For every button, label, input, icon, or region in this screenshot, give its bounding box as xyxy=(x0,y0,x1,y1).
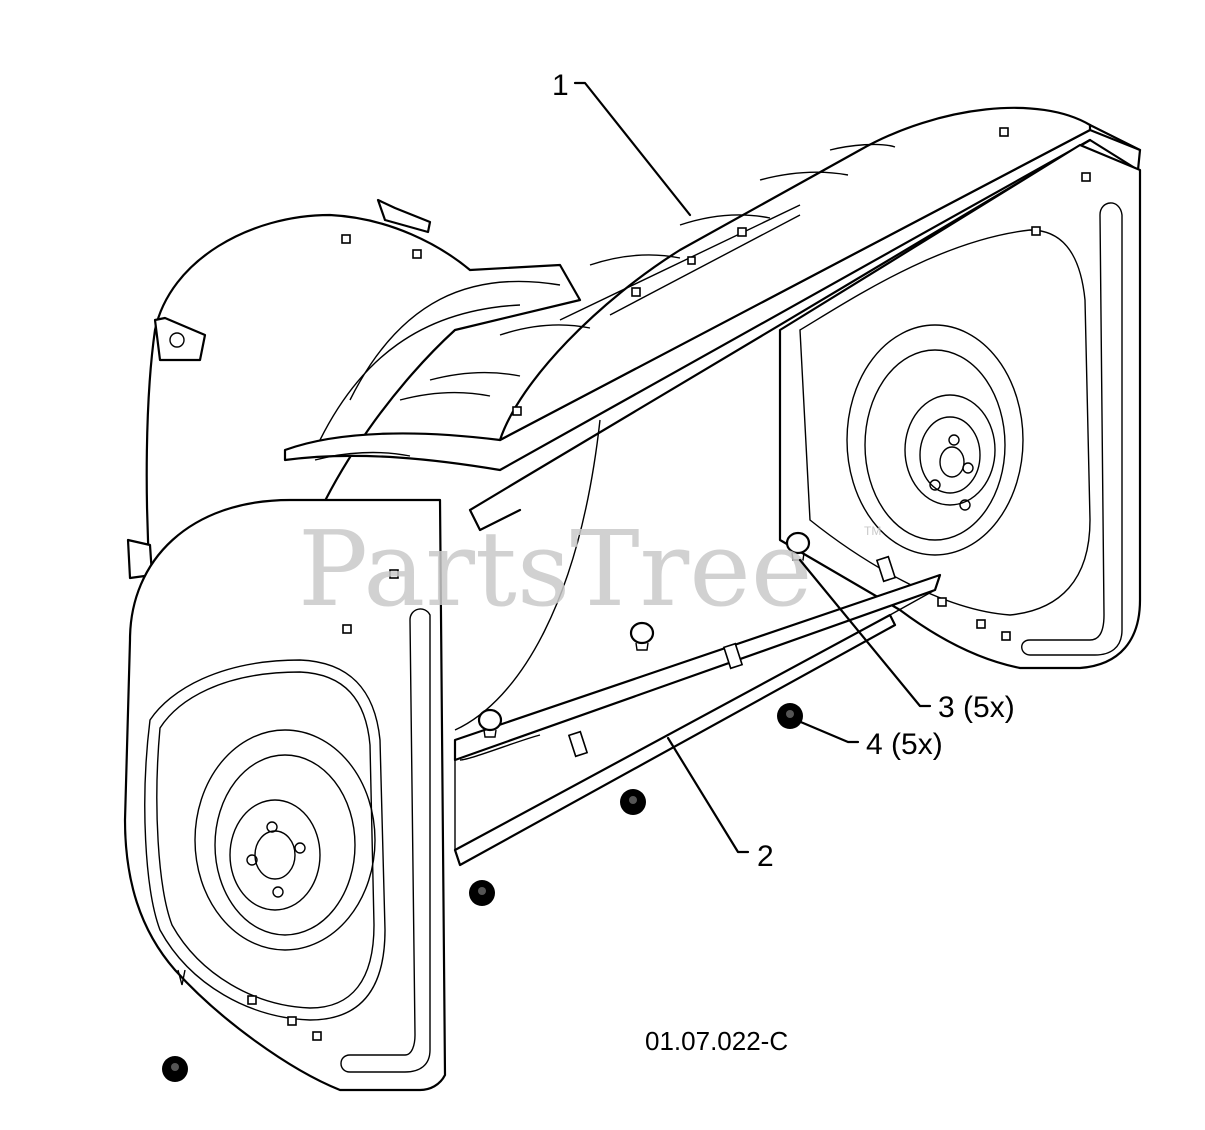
hex-nut xyxy=(777,703,803,729)
carriage-bolt xyxy=(629,621,655,651)
leader-line-1 xyxy=(573,81,692,217)
leader-line-3 xyxy=(798,558,932,708)
left-side-plate xyxy=(123,498,447,1092)
housing-top-shell xyxy=(283,106,1142,532)
callout-label-2: 2 xyxy=(757,840,774,873)
callout-label-3: 3 (5x) xyxy=(938,691,1015,724)
scraper-bar xyxy=(453,419,942,867)
watermark-trademark: TM xyxy=(864,524,881,538)
callout-label-4: 4 (5x) xyxy=(866,728,943,761)
hex-nut xyxy=(469,880,495,906)
housing-drum xyxy=(126,198,582,582)
right-side-plate xyxy=(778,143,1142,670)
carriage-bolt xyxy=(785,531,811,561)
hex-nut xyxy=(620,789,646,815)
carriage-bolt xyxy=(477,708,503,738)
leader-line-4 xyxy=(794,718,860,744)
watermark-text: PartsTree xyxy=(298,508,812,630)
callout-label-1: 1 xyxy=(552,69,569,102)
hex-nut xyxy=(162,1056,188,1082)
drawing-code: 01.07.022-C xyxy=(645,1026,788,1056)
carriage-bolts xyxy=(477,531,811,738)
hex-nuts xyxy=(162,703,803,1082)
leader-lines xyxy=(573,81,932,854)
leader-line-2 xyxy=(666,736,750,854)
